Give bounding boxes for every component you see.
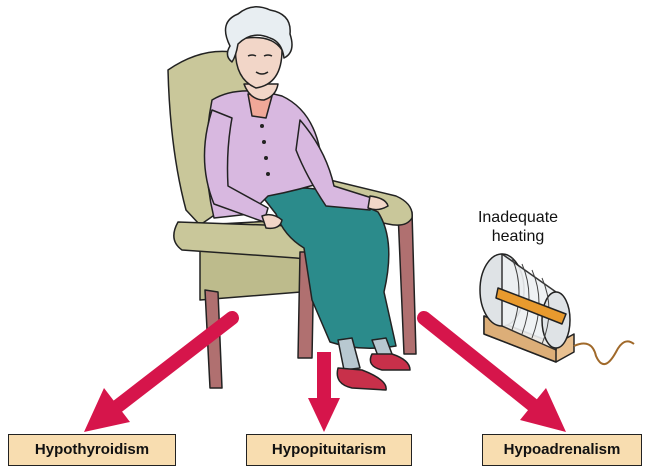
cause-box-hypoadrenalism: Hypoadrenalism [482, 434, 642, 466]
electric-heater [480, 254, 634, 364]
arrow-hypopituitarism [308, 352, 340, 432]
heater-caption: Inadequate heating [458, 208, 578, 246]
heater-caption-line-2: heating [458, 227, 578, 246]
cause-box-hypopituitarism: Hypopituitarism [246, 434, 412, 466]
cause-box-hypothyroidism: Hypothyroidism [8, 434, 176, 466]
heater-caption-line-1: Inadequate [458, 208, 578, 227]
